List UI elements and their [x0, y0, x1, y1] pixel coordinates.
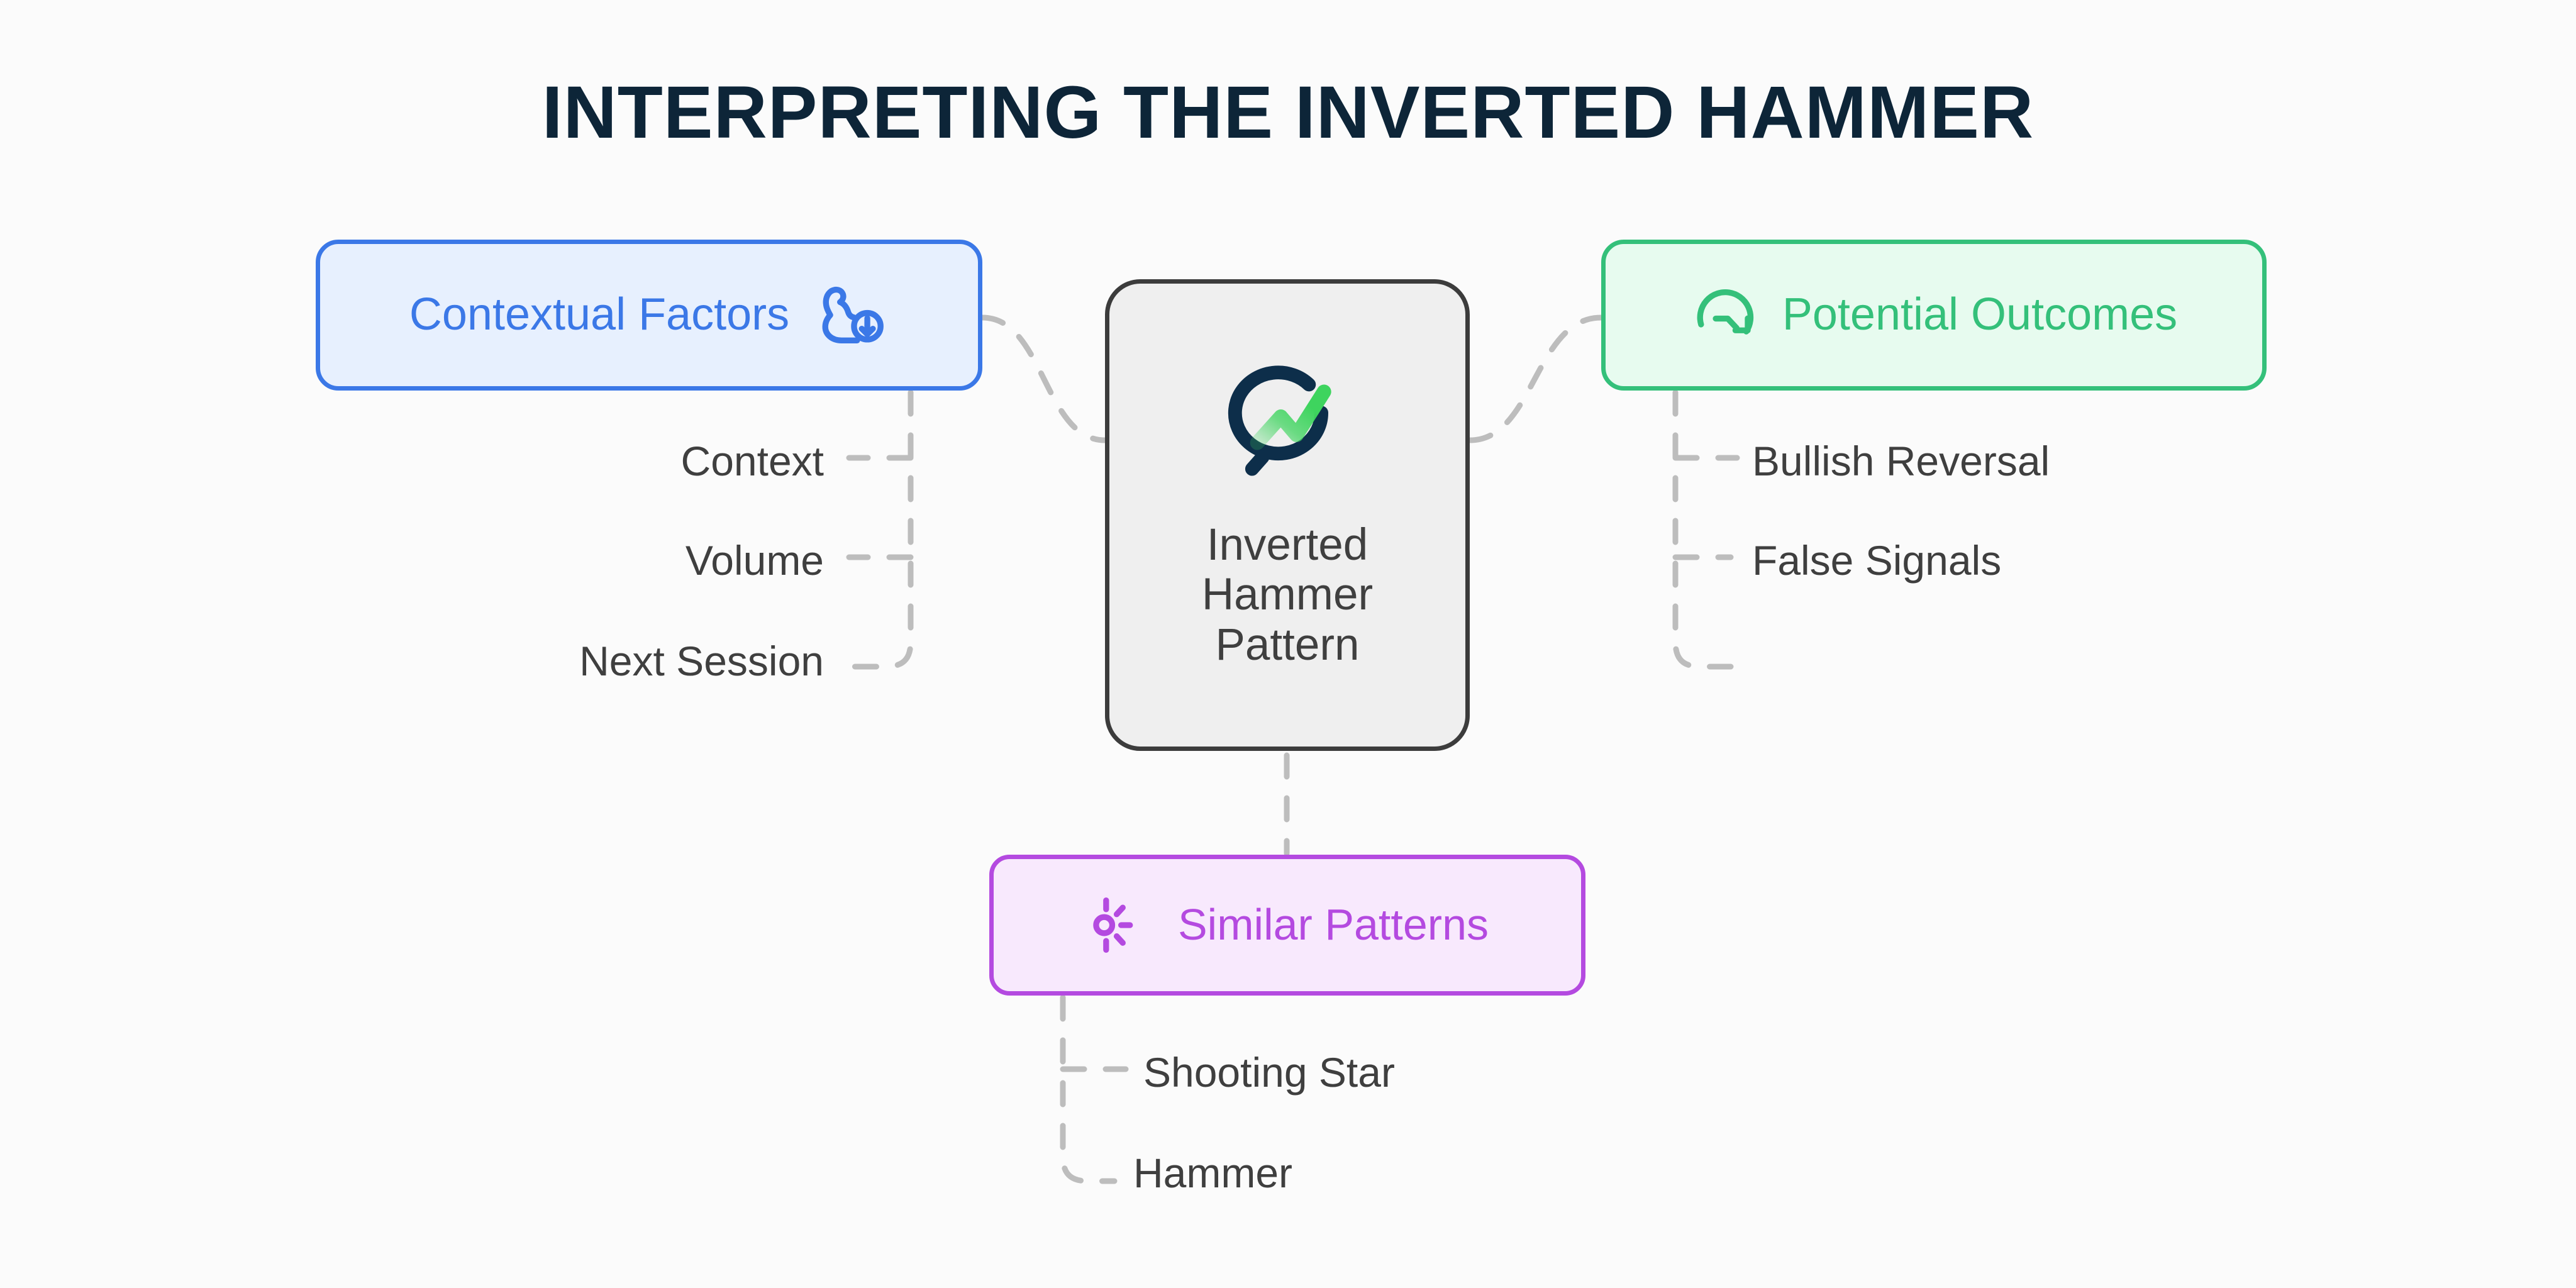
- branch-node-potential-outcomes[interactable]: Potential Outcomes: [1601, 240, 2267, 391]
- center-node-label: Inverted Hammer Pattern: [1201, 519, 1374, 670]
- connector-center-to-contextual-factors: [979, 314, 1108, 443]
- leaf-next-session: Next Session: [579, 638, 824, 684]
- leaf-false-signals: False Signals: [1752, 537, 2002, 584]
- branch-node-contextual-factors[interactable]: Contextual Factors: [316, 240, 982, 391]
- flexed-biceps-icon: [814, 278, 889, 352]
- leaf-shooting-star: Shooting Star: [1143, 1049, 1395, 1096]
- leaf-bullish-reversal: Bullish Reversal: [1752, 438, 2050, 484]
- connector-center-to-potential-outcomes: [1467, 314, 1604, 443]
- leaf-context: Context: [680, 438, 824, 484]
- radial-burst-icon: [1086, 892, 1153, 958]
- leaf-hammer: Hammer: [1133, 1150, 1293, 1196]
- gauge-arrow-down-icon: [1690, 280, 1761, 350]
- connector-outcomes-trunk: [1672, 389, 1734, 670]
- branch-node-similar-patterns[interactable]: Similar Patterns: [989, 855, 1585, 996]
- connector-contextual-trunk: [850, 389, 914, 670]
- page-title: INTERPRETING THE INVERTED HAMMER: [541, 71, 2035, 154]
- branch-label-potential-outcomes: Potential Outcomes: [1782, 289, 2178, 340]
- chart-trend-circle-logo-icon: [1222, 360, 1353, 491]
- branch-label-similar-patterns: Similar Patterns: [1177, 900, 1489, 950]
- leaf-volume: Volume: [685, 537, 824, 584]
- branch-label-contextual-factors: Contextual Factors: [409, 289, 790, 340]
- connector-similar-trunk: [1060, 994, 1118, 1184]
- center-node-inverted-hammer[interactable]: Inverted Hammer Pattern: [1105, 279, 1470, 751]
